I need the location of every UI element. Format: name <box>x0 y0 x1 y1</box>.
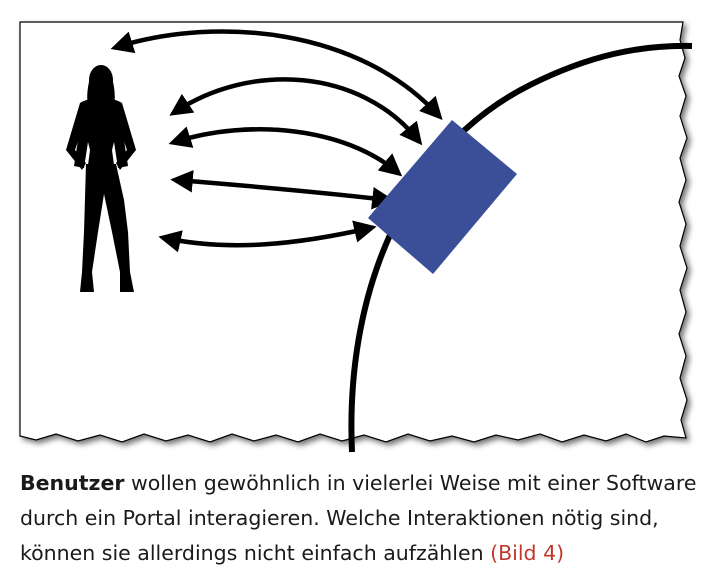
system-boundary-arc <box>348 42 693 453</box>
caption-bold-lead: Benutzer <box>20 471 125 495</box>
figure-caption: Benutzer wollen gewöhnlich in vielerlei … <box>20 466 700 571</box>
bidirectional-arrow <box>169 77 423 146</box>
portal-square <box>368 120 517 274</box>
bidirectional-arrow <box>168 126 403 177</box>
interaction-arrows <box>110 29 443 253</box>
bidirectional-arrow <box>110 29 443 120</box>
bidirectional-arrow <box>158 220 377 253</box>
caption-text: wollen gewöhnlich in vielerlei Weise mit… <box>20 471 697 565</box>
illustration <box>19 21 693 453</box>
figure-reference-link[interactable]: (Bild 4) <box>490 541 565 565</box>
bidirectional-arrow <box>170 170 395 210</box>
